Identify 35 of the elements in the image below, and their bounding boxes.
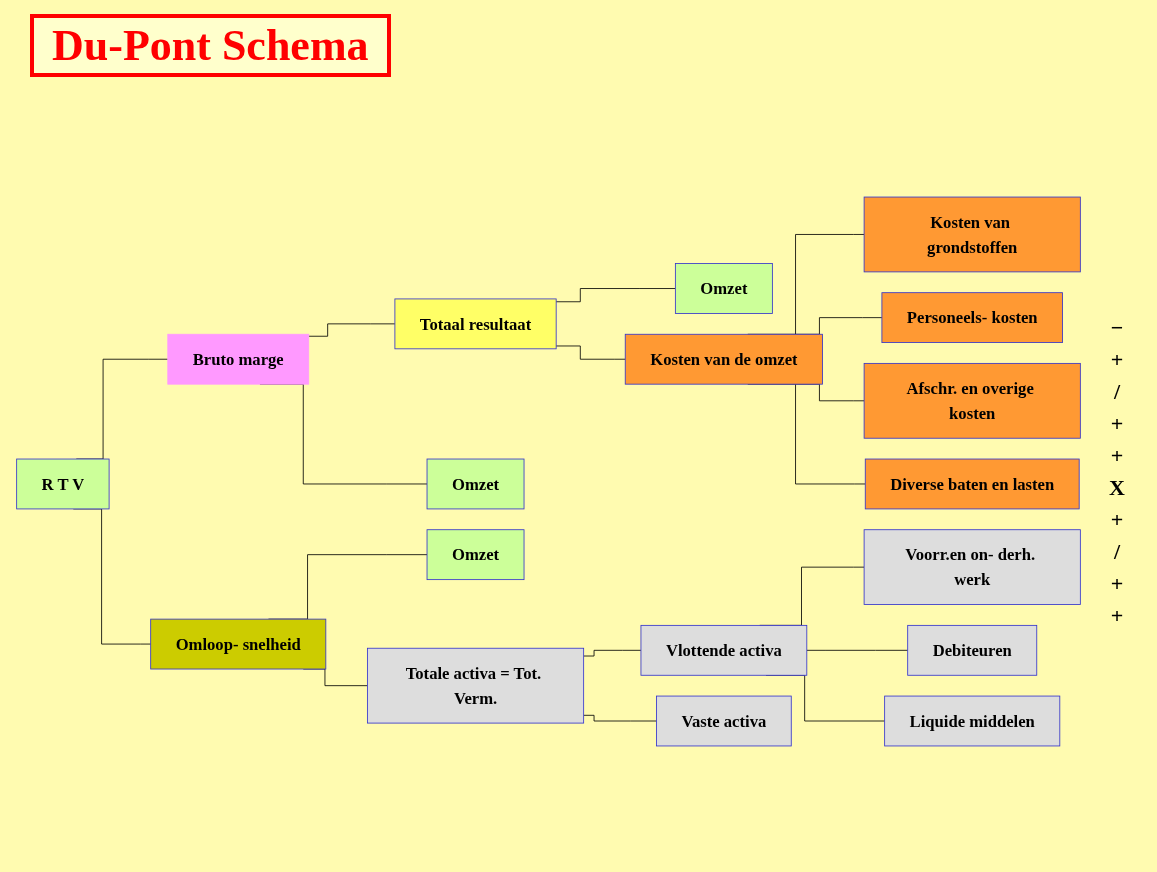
node-box: Omzet [426, 529, 525, 581]
node-box: Totaal resultaat [394, 298, 557, 350]
operator-sign: X [1108, 474, 1126, 501]
node-box: Debiteuren [907, 624, 1038, 676]
node-box: R T V [16, 458, 110, 510]
node-box: Omzet [426, 458, 525, 510]
connector [308, 323, 396, 337]
operator-sign: + [1109, 442, 1125, 469]
node-box: Kosten van de omzet [624, 333, 823, 385]
node-box: Omzet [674, 263, 773, 314]
operator-sign: + [1109, 506, 1125, 533]
node-box: Omloop- snelheid [150, 618, 327, 670]
title: Du-Pont Schema [30, 14, 391, 77]
connector [583, 649, 642, 657]
node-box: Diverse baten en lasten [864, 458, 1080, 510]
node-box: Vaste activa [656, 695, 792, 747]
operator-sign: / [1112, 378, 1122, 405]
node-box: Personeels- kosten [881, 292, 1063, 343]
operator-sign: / [1112, 538, 1122, 565]
node-box: Totale activa = Tot. Verm. [367, 647, 585, 724]
node-box: Kosten van grondstoffen [863, 196, 1081, 273]
connector [555, 288, 676, 303]
operator-sign: + [1109, 602, 1125, 629]
node-box: Afschr. en overige kosten [863, 362, 1081, 439]
operator-sign: + [1109, 410, 1125, 437]
operator-sign: + [1109, 346, 1125, 373]
node-box: Bruto marge [167, 333, 310, 385]
connector [806, 649, 909, 651]
connector [583, 714, 657, 722]
node-box: Liquide middelen [884, 695, 1061, 747]
connector [555, 345, 626, 360]
node-box: Voorr.en on- derh. werk [863, 529, 1081, 605]
operator-sign: − [1109, 314, 1125, 341]
node-box: Vlottende activa [640, 624, 808, 676]
operator-sign: + [1109, 570, 1125, 597]
